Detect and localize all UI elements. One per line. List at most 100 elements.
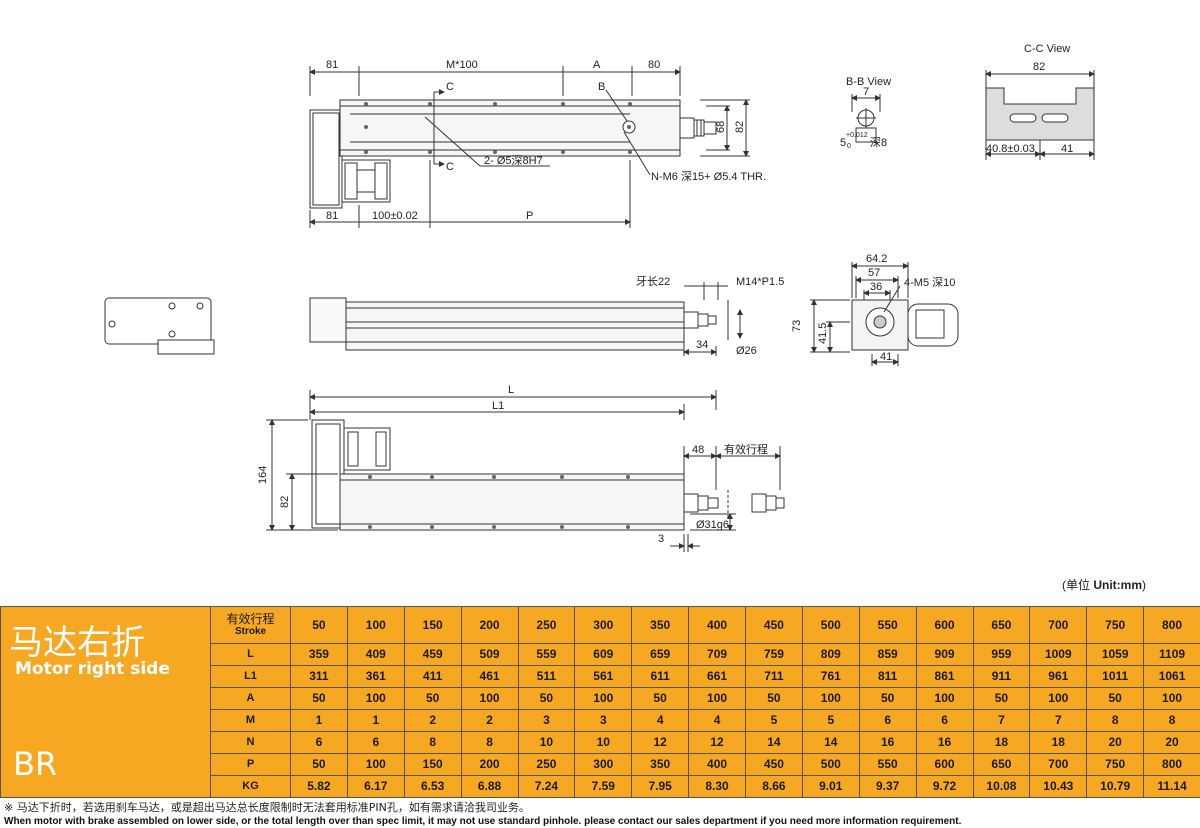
- table-title-cn: 马达右折: [9, 623, 145, 663]
- bb-view-labels: B-B View 7 5 +0.012 0 深8: [840, 76, 891, 150]
- end-dim-642: 64.2: [866, 253, 887, 265]
- table-cell: 6.53: [403, 774, 462, 799]
- row-label: L: [210, 642, 291, 666]
- table-cell: 3: [574, 708, 633, 732]
- table-cell: 3: [517, 708, 576, 732]
- table-cell: 10.08: [972, 774, 1031, 799]
- motor-body-side: [309, 297, 347, 343]
- dim-80: 80: [648, 59, 660, 71]
- table-cell: 100: [801, 686, 860, 710]
- table-title-code: BR: [13, 745, 58, 783]
- end-tap-note: 4-M5 深10: [904, 276, 955, 289]
- row-label: N: [210, 730, 291, 754]
- dia-26: Ø26: [736, 345, 757, 357]
- dim-82-bottom: 82: [279, 496, 291, 508]
- table-cell: 1011: [1086, 664, 1145, 688]
- stroke-value: 750: [1086, 606, 1145, 644]
- table-cell: 650: [972, 752, 1031, 776]
- label-b: B: [598, 81, 605, 93]
- table-cell: 9.01: [801, 774, 860, 799]
- table-cell: 100: [460, 686, 519, 710]
- table-cell: 50: [403, 686, 462, 710]
- actuator-profile-bottom: [339, 473, 685, 531]
- table-cell: 10.79: [1086, 774, 1145, 799]
- stroke-value: 50: [290, 606, 348, 644]
- dim-82-top: 82: [734, 121, 746, 133]
- thread-note: N-M6 深15+ Ø5.4 THR.: [651, 170, 766, 183]
- table-title-cell: 马达右折 Motor right side BR: [0, 606, 211, 798]
- table-cell: 12: [688, 730, 746, 754]
- table-cell: 661: [688, 664, 746, 688]
- table-cell: 50: [972, 686, 1031, 710]
- table-cell: 609: [574, 642, 633, 666]
- table-cell: 20: [1143, 730, 1200, 754]
- dia-31: Ø31g6: [696, 519, 729, 531]
- table-cell: 7: [972, 708, 1031, 732]
- bb-view-title: B-B View: [846, 76, 891, 88]
- stroke-value: 100: [346, 606, 405, 644]
- end-dim-415: 41.5: [817, 323, 829, 344]
- table-cell: 409: [346, 642, 405, 666]
- table-cell: 16: [915, 730, 974, 754]
- end-dim-41: 41: [880, 351, 892, 363]
- table-cell: 10: [574, 730, 633, 754]
- table-cell: 461: [460, 664, 519, 688]
- rod-thread: M14*P1.5: [736, 276, 784, 288]
- table-cell: 8: [1143, 708, 1200, 732]
- table-cell: 4: [631, 708, 690, 732]
- table-cell: 16: [858, 730, 917, 754]
- table-cell: 6.88: [460, 774, 519, 799]
- section-c-top: C: [446, 81, 454, 93]
- table-cell: 1: [290, 708, 348, 732]
- motor-side-outline: [104, 297, 215, 355]
- table-cell: 7.24: [517, 774, 576, 799]
- top-view-labels: 81 M*100 A 80 C B C 68 82 2- Ø5深8H7 N-M6…: [326, 59, 766, 222]
- table-cell: 511: [517, 664, 576, 688]
- table-cell: 700: [1029, 752, 1088, 776]
- table-cell: 311: [290, 664, 348, 688]
- dim-81-left: 81: [326, 59, 338, 71]
- notes: ※ 马达下折时，若选用刹车马达，或是超出马达总长度限制时无法套用标准PIN孔，如…: [4, 801, 1194, 828]
- dim-164: 164: [257, 466, 269, 484]
- dim-100-tol: 100±0.02: [372, 210, 418, 222]
- table-cell: 100: [688, 686, 746, 710]
- table-cell: 100: [346, 686, 405, 710]
- bb-dim-7: 7: [863, 86, 869, 98]
- table-cell: 50: [631, 686, 690, 710]
- table-cell: 7.59: [574, 774, 633, 799]
- table-cell: 1059: [1086, 642, 1145, 666]
- table-cell: 8: [1086, 708, 1145, 732]
- end-view: [810, 262, 959, 366]
- cc-view-title: C-C View: [1024, 43, 1070, 55]
- table-title-en: Motor right side: [15, 659, 170, 679]
- table-cell: 509: [460, 642, 519, 666]
- note-en: When motor with brake assembled on lower…: [4, 816, 962, 827]
- bb-tol-low: 0: [847, 143, 851, 150]
- side-view-labels: 牙长22 M14*P1.5 34 Ø26: [636, 275, 784, 357]
- end-view-labels: 64.2 57 36 4-M5 深10 73 41.5 41: [791, 253, 955, 363]
- stroke-header-en: Stroke: [234, 625, 267, 637]
- table-cell: 711: [745, 664, 803, 688]
- table-cell: 50: [858, 686, 917, 710]
- stroke-header: 有效行程 Stroke: [210, 606, 291, 644]
- unit-label-cn: (单位: [1062, 578, 1094, 592]
- table-cell: 10: [517, 730, 576, 754]
- section-c-bottom: C: [446, 161, 454, 173]
- end-dim-73: 73: [791, 320, 803, 332]
- table-cell: 6: [346, 730, 405, 754]
- row-label: P: [210, 752, 291, 776]
- table-cell: 800: [1143, 752, 1200, 776]
- table-cell: 5: [745, 708, 803, 732]
- table-cell: 100: [574, 686, 633, 710]
- stroke-value: 400: [688, 606, 746, 644]
- table-cell: 9.72: [915, 774, 974, 799]
- table-cell: 100: [1029, 686, 1088, 710]
- table-cell: 6: [915, 708, 974, 732]
- dim-l: L: [508, 384, 514, 396]
- end-dim-57: 57: [868, 267, 880, 279]
- table-cell: 20: [1086, 730, 1145, 754]
